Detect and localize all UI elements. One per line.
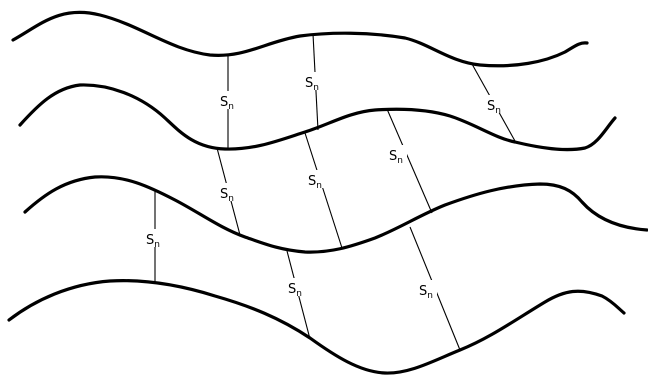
label-group-8: Sn: [286, 278, 306, 299]
curve-4: [9, 281, 624, 373]
label-group-4: Sn: [218, 183, 238, 204]
label-group-6: Sn: [387, 145, 407, 166]
label-group-2: Sn: [303, 72, 323, 93]
label-group-5: Sn: [306, 170, 326, 191]
label-group-7: Sn: [144, 229, 164, 250]
label-group-9: Sn: [417, 280, 437, 301]
label-group-1: Sn: [218, 91, 238, 112]
curve-3: [25, 177, 647, 252]
link-5: [305, 133, 342, 248]
curve-1: [13, 12, 587, 65]
label-group-3: Sn: [484, 95, 504, 116]
